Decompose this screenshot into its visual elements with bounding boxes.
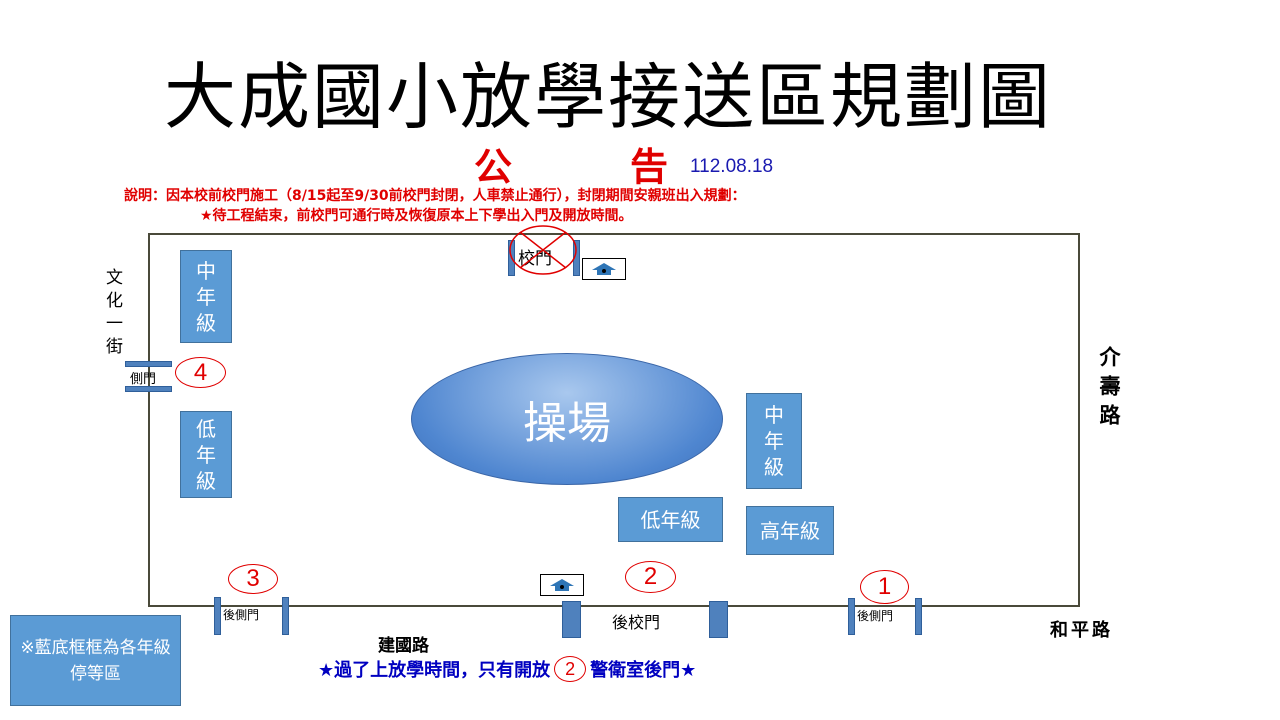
zone-label: 低年級 (196, 416, 216, 493)
guard-house-icon (582, 258, 626, 280)
gate-number-1: 1 (860, 570, 909, 604)
road-east: 介壽路 (1097, 346, 1121, 433)
playground: 操場 (411, 353, 723, 485)
front-gate-label: 校門 (518, 249, 552, 269)
side-gate-1-label: 後側門 (857, 609, 894, 623)
road-south-west: 建國路 (378, 636, 429, 656)
zone-label: 中年級 (196, 258, 216, 335)
zone-left-middle-grade: 中年級 (180, 250, 232, 343)
footer-gate-number: 2 (554, 656, 587, 682)
side-gate-3-label: 後側門 (223, 608, 260, 622)
page-title: 大成國小放學接送區規劃圖 (163, 55, 1052, 139)
side-gate-1-post (848, 598, 855, 635)
back-gate-post (562, 601, 581, 638)
road-south-east: 和平路 (1050, 620, 1113, 641)
zone-upper-grade: 高年級 (746, 506, 834, 555)
announcement-date: 112.08.18 (690, 156, 774, 177)
closed-x-icon (509, 225, 577, 275)
note-line-2: ★待工程結束，前校門可通行時及恢復原本上下學出入門及開放時間。 (200, 208, 633, 224)
footer-text-before: ★過了上放學時間，只有開放 (318, 660, 551, 681)
back-gate-post (709, 601, 728, 638)
footer-notice: ★過了上放學時間，只有開放 2 警衛室後門★ (318, 656, 696, 682)
footer-text-after: 警衛室後門★ (590, 660, 697, 681)
side-gate-3-post (282, 597, 289, 635)
zone-lower-grade: 低年級 (618, 497, 723, 542)
side-gate-1-post (915, 598, 922, 635)
side-gate-4-post (125, 361, 172, 367)
announcement-char-2: 告 (630, 145, 669, 189)
back-gate-label: 後校門 (612, 613, 661, 632)
legend-box: ※藍底框框為各年級停等區 (10, 615, 181, 706)
side-gate-4-post (125, 386, 172, 392)
note-line-1: 說明：因本校前校門施工（8/15起至9/30前校門封閉，人車禁止通行），封閉期間… (124, 188, 746, 204)
zone-right-middle-grade: 中年級 (746, 393, 802, 489)
school-boundary (148, 233, 1080, 607)
zone-left-lower-grade: 低年級 (180, 411, 232, 498)
side-gate-3-post (214, 597, 221, 635)
gate-number-4: 4 (175, 357, 226, 388)
gate-number-2: 2 (625, 561, 676, 593)
zone-label: 中年級 (764, 403, 784, 479)
road-west: 文化一街 (102, 268, 122, 360)
guard-house-icon (540, 574, 584, 596)
announcement-char-1: 公 (474, 145, 513, 189)
gate-number-3: 3 (228, 564, 278, 594)
side-gate-4-label: 側門 (130, 372, 157, 387)
